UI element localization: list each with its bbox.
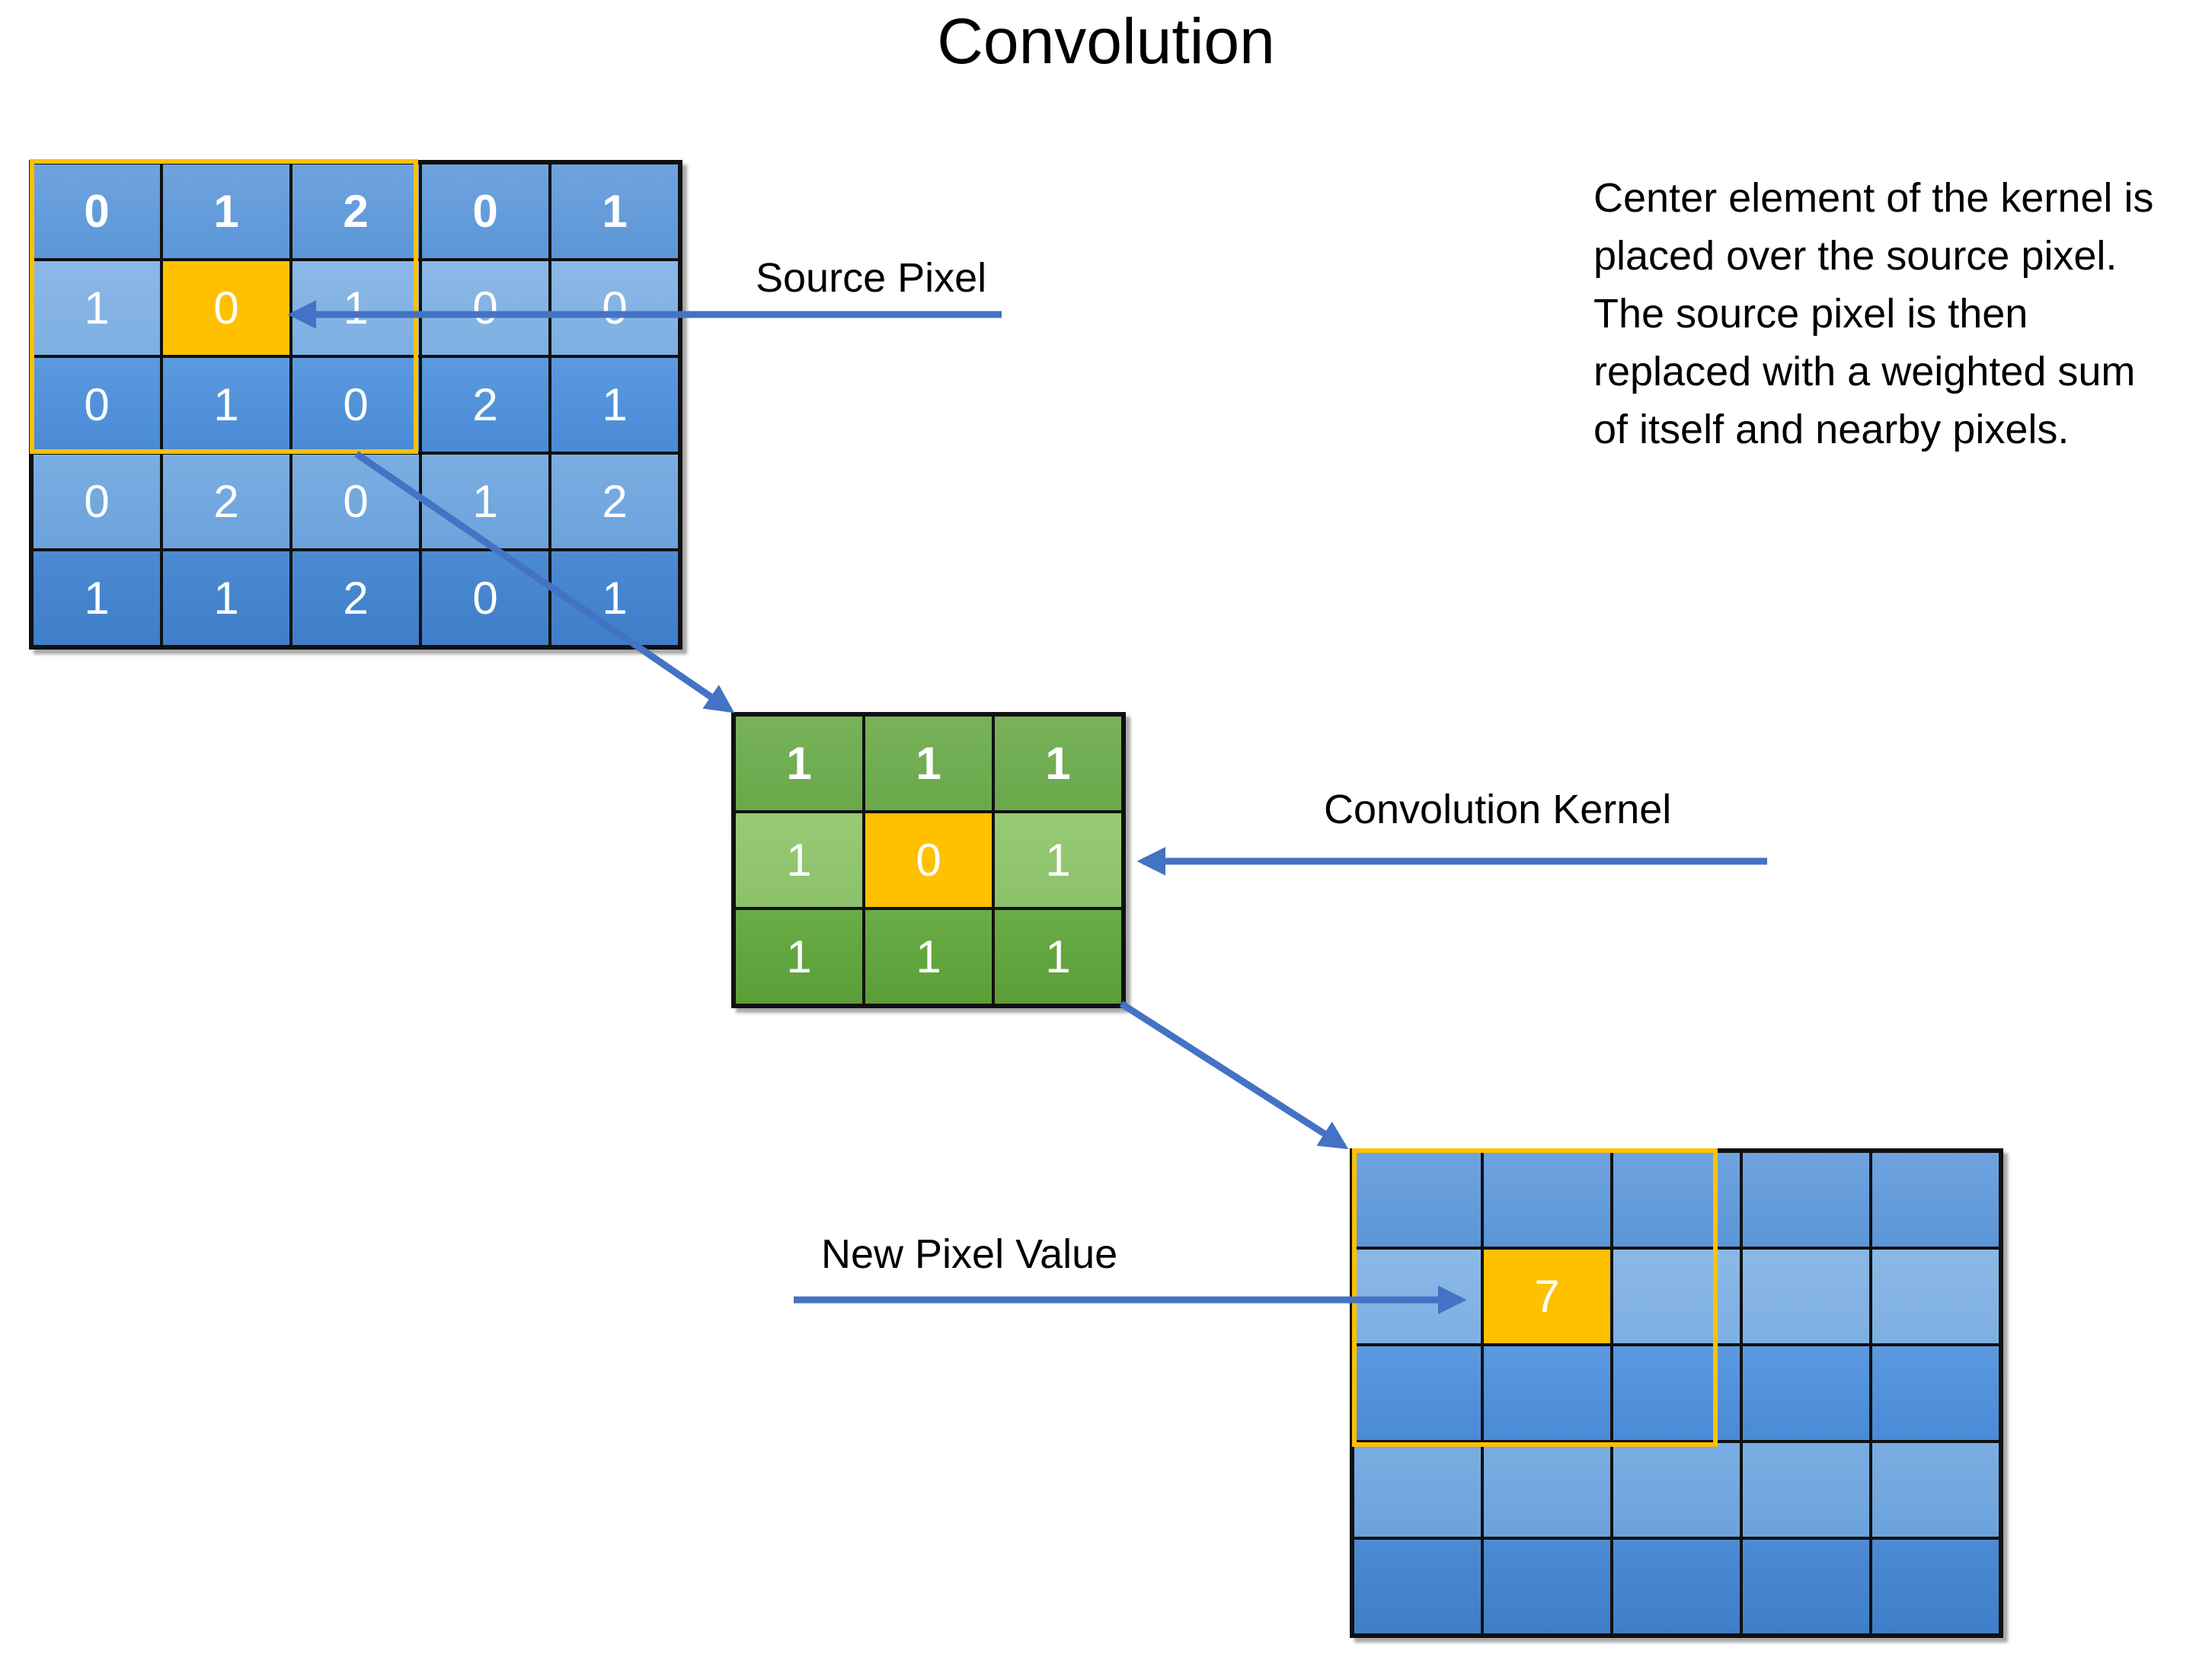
source-cell: 0 bbox=[420, 550, 550, 647]
output-cell bbox=[1741, 1441, 1871, 1538]
source-cell: 1 bbox=[420, 453, 550, 550]
description-line: The source pixel is then bbox=[1593, 291, 2028, 337]
output-cell bbox=[1482, 1345, 1612, 1441]
kernel-cell: 1 bbox=[734, 908, 864, 1005]
kernel-cell: 1 bbox=[864, 908, 993, 1005]
kernel-cell: 1 bbox=[734, 812, 864, 908]
convolution-kernel-label: Convolution Kernel bbox=[1324, 787, 1672, 832]
output-cell bbox=[1612, 1538, 1741, 1635]
source-pixel-label: Source Pixel bbox=[756, 255, 987, 301]
source-to-kernel-arrow bbox=[354, 451, 735, 714]
source-cell: 0 bbox=[420, 260, 550, 356]
output-cell bbox=[1353, 1441, 1482, 1538]
kernel-cell: 1 bbox=[734, 715, 864, 812]
kernel-to-output-arrow bbox=[1119, 1001, 1349, 1150]
source-cell: 0 bbox=[161, 260, 291, 356]
source-cell: 2 bbox=[161, 453, 291, 550]
description-line: of itself and nearby pixels. bbox=[1593, 407, 2070, 452]
output-cell bbox=[1741, 1538, 1871, 1635]
kernel-cell: 1 bbox=[993, 812, 1123, 908]
output-cell bbox=[1871, 1248, 2000, 1345]
output-cell bbox=[1871, 1345, 2000, 1441]
source-cell: 1 bbox=[161, 550, 291, 647]
source-cell: 2 bbox=[550, 453, 679, 550]
description-line: Center element of the kernel is bbox=[1593, 175, 2154, 221]
kernel-cell: 1 bbox=[993, 908, 1123, 1005]
page-title: Convolution bbox=[937, 5, 1275, 77]
output-cell bbox=[1612, 1345, 1741, 1441]
output-cell bbox=[1741, 1345, 1871, 1441]
source-cell: 1 bbox=[550, 356, 679, 453]
source-cell: 2 bbox=[291, 550, 420, 647]
description-line: replaced with a weighted sum bbox=[1593, 349, 2136, 394]
source-cell: 0 bbox=[32, 356, 161, 453]
description-text: Center element of the kernel is placed o… bbox=[1593, 169, 2203, 458]
output-cell: 7 bbox=[1482, 1248, 1612, 1345]
kernel-cell: 0 bbox=[864, 812, 993, 908]
kernel-cell: 1 bbox=[864, 715, 993, 812]
output-cell bbox=[1353, 1538, 1482, 1635]
description-line: placed over the source pixel. bbox=[1593, 233, 2118, 279]
source-cell: 1 bbox=[161, 163, 291, 260]
source-cell: 2 bbox=[420, 356, 550, 453]
source-cell: 1 bbox=[32, 260, 161, 356]
source-cell: 0 bbox=[550, 260, 679, 356]
output-cell bbox=[1741, 1248, 1871, 1345]
source-cell: 0 bbox=[32, 163, 161, 260]
source-cell: 0 bbox=[420, 163, 550, 260]
output-cell bbox=[1741, 1151, 1871, 1248]
output-cell bbox=[1871, 1151, 2000, 1248]
output-cell bbox=[1612, 1151, 1741, 1248]
output-cell bbox=[1482, 1441, 1612, 1538]
source-cell: 1 bbox=[550, 163, 679, 260]
source-cell: 0 bbox=[32, 453, 161, 550]
source-cell: 2 bbox=[291, 163, 420, 260]
new-pixel-value-label: New Pixel Value bbox=[821, 1231, 1118, 1277]
output-cell bbox=[1612, 1248, 1741, 1345]
kernel-cell: 1 bbox=[993, 715, 1123, 812]
source-cell: 0 bbox=[291, 453, 420, 550]
source-cell: 1 bbox=[32, 550, 161, 647]
output-cell bbox=[1482, 1538, 1612, 1635]
output-cell bbox=[1871, 1538, 2000, 1635]
output-cell bbox=[1871, 1441, 2000, 1538]
